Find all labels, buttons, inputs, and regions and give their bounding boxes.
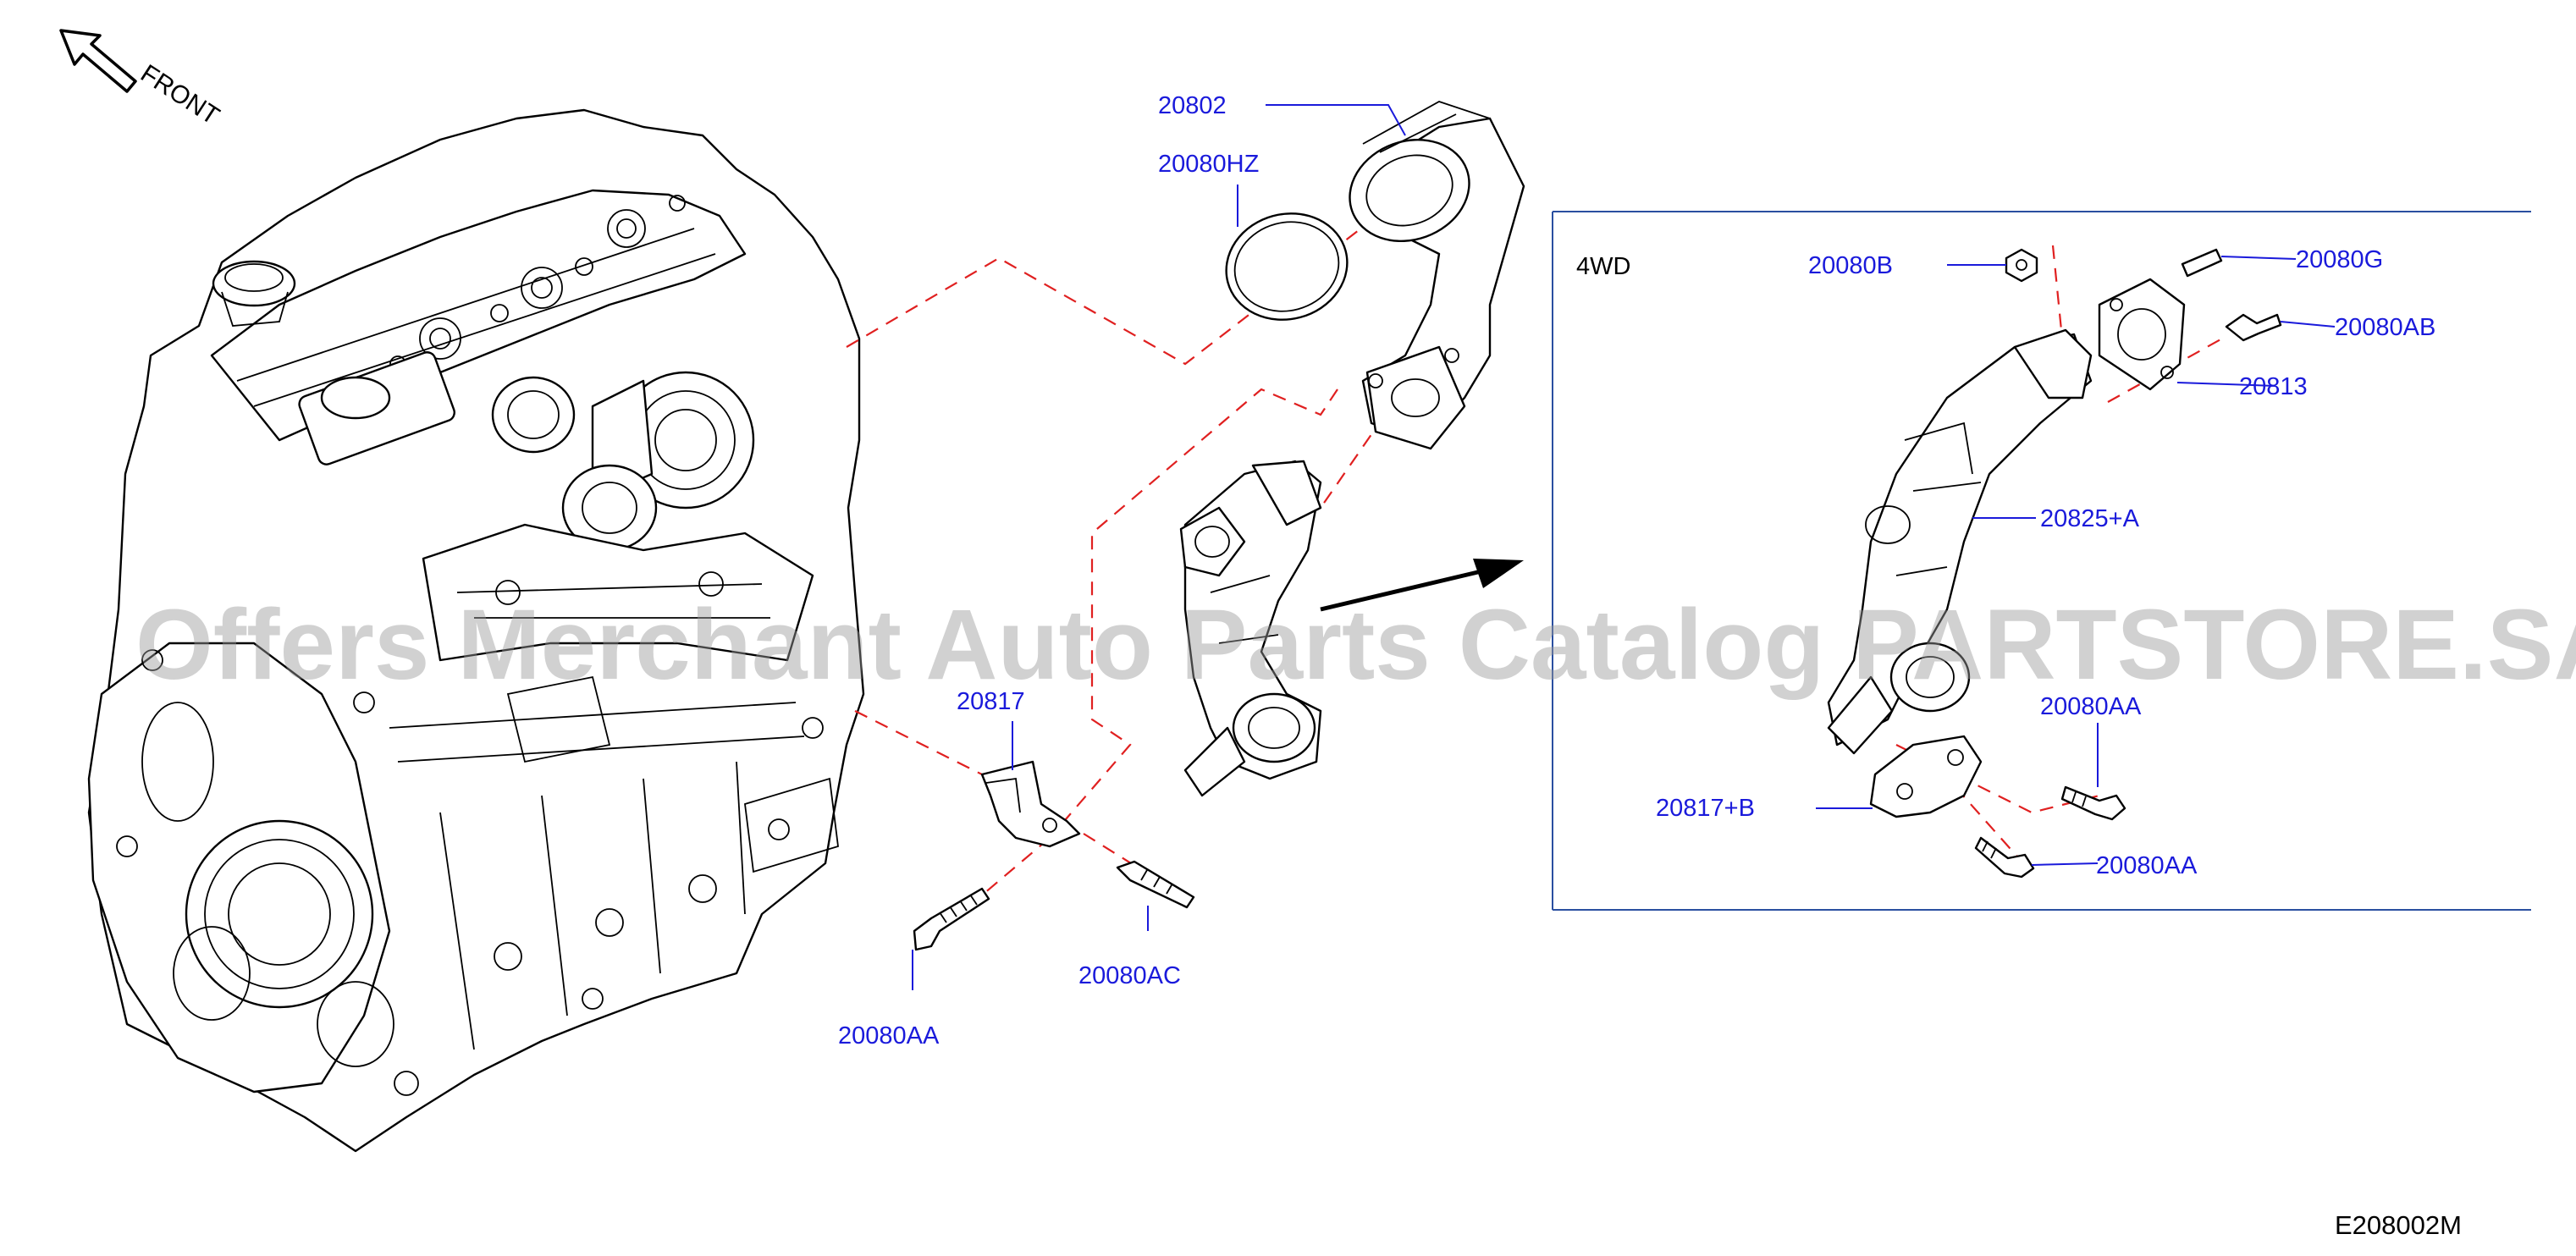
leader-lines [912,104,2336,990]
callout-20817B[interactable]: 20817+B [1656,795,1755,822]
part-20817B-bracket [1869,735,1983,818]
part-20080G-stud [2181,248,2223,278]
callout-20080HZ[interactable]: 20080HZ [1158,151,1259,178]
part-20080AA-bolt-inset2 [1974,836,2035,879]
part-20080B-nut [2005,248,2038,283]
callout-20802[interactable]: 20802 [1158,92,1227,119]
part-20813-gasket [2098,278,2186,391]
part-20802-tube [1349,101,1525,450]
callout-20080G[interactable]: 20080G [2296,246,2383,273]
part-20080AB-bolt [2225,313,2282,342]
part-20080AA-bolt-main [913,887,990,951]
part-exhaust-tube-main [1179,460,1322,797]
part-20080AC-stud [1116,860,1195,909]
detail-arrow-icon [1320,559,1524,612]
callout-20813[interactable]: 20813 [2239,373,2308,400]
watermark-text: Offers Merchant Auto Parts Catalog PARTS… [135,589,2576,701]
callout-20080AA-inset1[interactable]: 20080AA [2040,693,2142,720]
callout-20080AA-inset2[interactable]: 20080AA [2096,852,2198,879]
part-20817-bracket [980,760,1081,848]
callout-20080AB[interactable]: 20080AB [2335,314,2435,341]
part-20080HZ-gasket [1225,212,1349,321]
engine-assembly [87,108,865,1153]
diagram-code: E208002M [2335,1210,2462,1240]
part-20825A-tube [1827,328,2093,755]
callout-20080B[interactable]: 20080B [1808,252,1893,279]
callout-20080AC[interactable]: 20080AC [1078,962,1181,989]
part-20080AA-bolt-inset1 [2060,785,2126,821]
callout-20825A[interactable]: 20825+A [2040,505,2140,532]
callout-20080AA-main[interactable]: 20080AA [838,1022,940,1049]
inset-4wd-frame [1552,211,2531,911]
front-label: FRONT [135,59,224,130]
callout-20817[interactable]: 20817 [957,688,1025,715]
front-arrow-icon [59,29,137,93]
inset-label: 4WD [1576,253,1630,280]
